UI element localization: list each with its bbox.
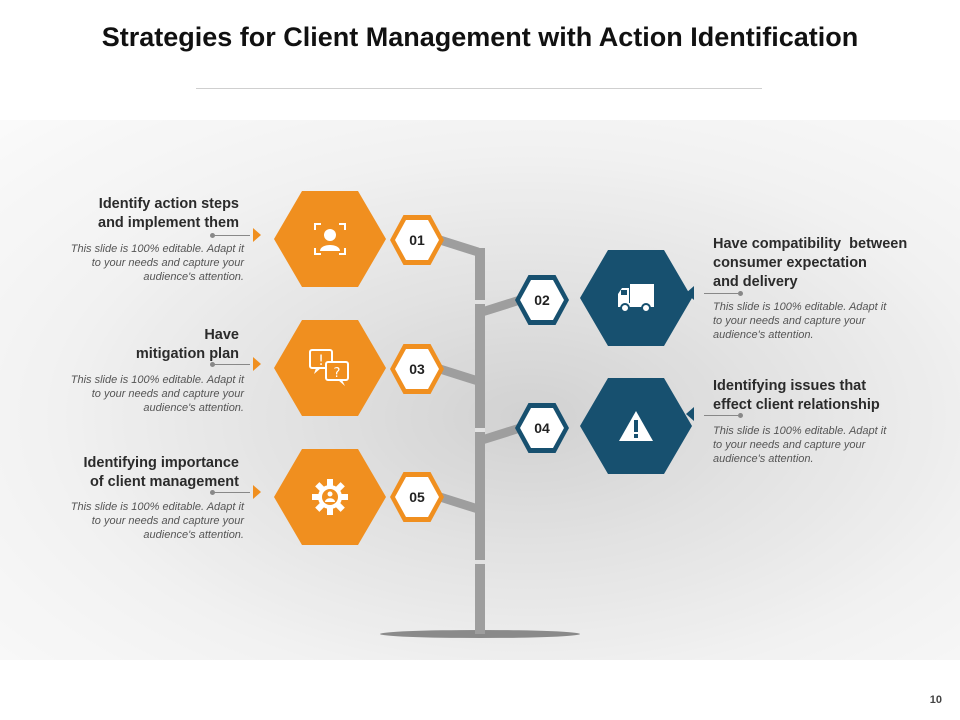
body-line: to your needs and capture your <box>91 515 244 527</box>
step-03-title: Have mitigation plan <box>40 326 239 364</box>
title-line: Have <box>204 327 239 343</box>
step-01-number-hexagon: 01 <box>390 215 444 265</box>
step-04-number: 04 <box>520 408 564 448</box>
step-05-description: This slide is 100% editable. Adapt it to… <box>30 500 244 542</box>
connector-dot <box>210 490 215 495</box>
connector-dot <box>210 233 215 238</box>
step-05-pointer <box>253 485 261 499</box>
step-04-number-hexagon: 04 <box>515 403 569 453</box>
body-line: to your needs and capture your <box>91 388 244 400</box>
svg-text:?: ? <box>334 366 341 381</box>
title-divider <box>196 88 762 89</box>
body-line: This slide is 100% editable. Adapt it <box>713 425 887 437</box>
body-line: to your needs and capture your <box>713 315 866 327</box>
title-line: effect client relationship <box>713 397 880 413</box>
body-line: This slide is 100% editable. Adapt it <box>70 243 244 255</box>
step-01-title: Identify action steps and implement them <box>40 195 239 233</box>
step-05-number: 05 <box>395 477 439 517</box>
title-line: of client management <box>89 474 239 490</box>
step-01-pointer <box>253 228 261 242</box>
step-02-title: Have compatibility between consumer expe… <box>713 235 953 292</box>
connector-dot <box>738 413 743 418</box>
body-line: audience's attention. <box>143 529 244 541</box>
step-04-description: This slide is 100% editable. Adapt it to… <box>713 424 933 466</box>
question-chat-icon: ! ? <box>309 349 349 386</box>
step-01-description: This slide is 100% editable. Adapt it to… <box>30 242 244 284</box>
body-line: audience's attention. <box>713 453 814 465</box>
title-line: mitigation plan <box>135 346 239 362</box>
step-02-description: This slide is 100% editable. Adapt it to… <box>713 300 933 342</box>
connector-line <box>704 415 738 416</box>
title-line: Identifying issues that <box>713 378 867 394</box>
page-number: 10 <box>929 694 942 706</box>
body-line: audience's attention. <box>143 271 244 283</box>
step-01-number: 01 <box>395 220 439 260</box>
step-02-number: 02 <box>520 280 564 320</box>
title-line: Identify action steps <box>98 196 239 212</box>
connector-line <box>214 364 250 365</box>
title-line: Have compatibility between <box>713 236 908 252</box>
body-line: This slide is 100% editable. Adapt it <box>70 501 244 513</box>
step-04-title: Identifying issues that effect client re… <box>713 377 953 415</box>
step-02-number-hexagon: 02 <box>515 275 569 325</box>
body-line: This slide is 100% editable. Adapt it <box>713 301 887 313</box>
title-line: and delivery <box>713 274 798 290</box>
step-03-number-hexagon: 03 <box>390 344 444 394</box>
svg-text:!: ! <box>318 353 324 369</box>
connector-line <box>214 235 250 236</box>
connector-line <box>214 492 250 493</box>
connector-line <box>704 293 738 294</box>
slide-title: Strategies for Client Management with Ac… <box>101 22 859 52</box>
warning-icon <box>619 411 653 441</box>
body-line: audience's attention. <box>143 402 244 414</box>
step-02-pointer <box>686 286 694 300</box>
connector-dot <box>738 291 743 296</box>
title-line: consumer expectation <box>713 255 867 271</box>
body-line: audience's attention. <box>713 329 814 341</box>
step-03-description: This slide is 100% editable. Adapt it to… <box>30 373 244 415</box>
step-02-icon-hexagon <box>580 250 692 346</box>
step-03-number: 03 <box>395 349 439 389</box>
title-line: and implement them <box>98 215 239 231</box>
truck-icon <box>618 284 654 313</box>
title-line: Identifying importance <box>83 455 240 471</box>
step-03-pointer <box>253 357 261 371</box>
user-focus-icon <box>314 223 346 255</box>
step-04-icon-hexagon <box>580 378 692 474</box>
connector-dot <box>210 362 215 367</box>
body-line: This slide is 100% editable. Adapt it <box>70 374 244 386</box>
body-line: to your needs and capture your <box>91 257 244 269</box>
body-line: to your needs and capture your <box>713 439 866 451</box>
step-05-title: Identifying importance of client managem… <box>40 454 240 492</box>
gear-icon <box>312 479 348 515</box>
step-04-pointer <box>686 407 694 421</box>
